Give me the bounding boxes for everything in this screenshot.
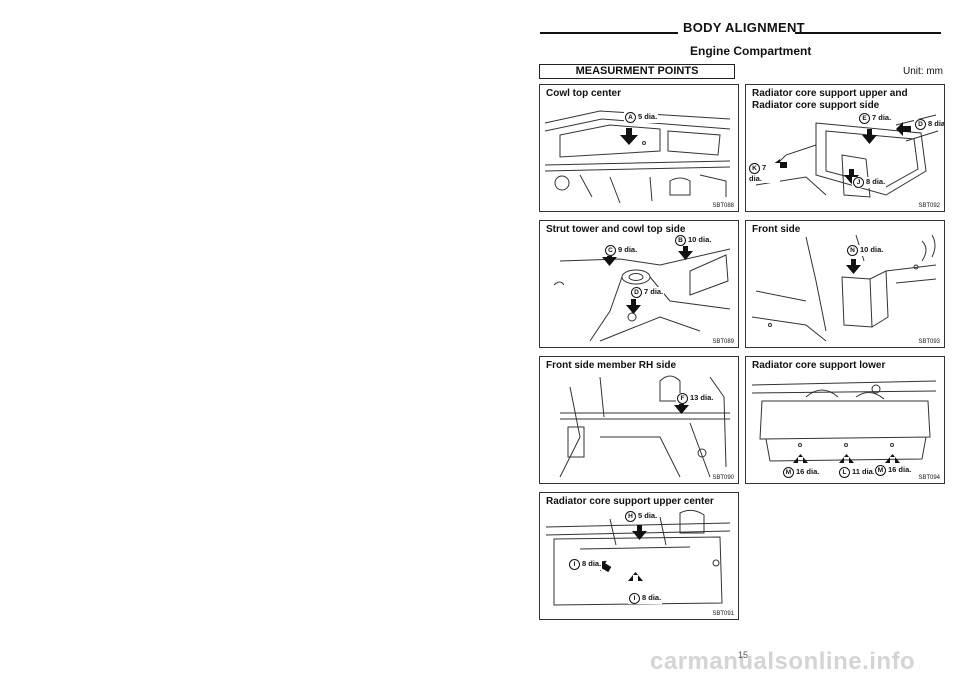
header-rule-right xyxy=(795,32,941,34)
figure-illustration xyxy=(544,110,731,204)
section-title: MEASURMENT POINTS xyxy=(539,64,735,79)
figure-caption: Radiator core support lower xyxy=(752,360,889,372)
figure-code: SBT093 xyxy=(918,339,940,345)
figure-illustration xyxy=(553,245,731,342)
figure-caption: Cowl top center xyxy=(546,88,625,100)
header-rule-left xyxy=(540,32,678,34)
figure-caption: Strut tower and cowl top side xyxy=(546,224,689,236)
figure-illustration xyxy=(751,380,937,463)
page-title: BODY ALIGNMENT xyxy=(683,20,805,35)
figure-illustration xyxy=(545,509,731,606)
figure-caption: Radiator core support upper center xyxy=(546,496,717,508)
figure-code: SBT088 xyxy=(712,203,734,209)
figure-code: SBT090 xyxy=(712,475,734,481)
label-point-d: D8 dia. xyxy=(914,119,944,130)
page-number: 15 xyxy=(738,650,749,660)
watermark-text: carmanualsonline.info xyxy=(650,648,916,675)
figure-caption: Front side member RH side xyxy=(546,360,680,372)
page-subtitle: Engine Compartment xyxy=(690,44,812,58)
figure-code: SBT089 xyxy=(712,339,734,345)
figure-code: SBT094 xyxy=(918,475,940,481)
figure-caption: Front side xyxy=(752,224,804,236)
figure-code: SBT092 xyxy=(918,203,940,209)
figure-caption: Radiator core support upper and Radiator… xyxy=(752,88,911,112)
figure-code: SBT091 xyxy=(712,611,734,617)
figure-illustration xyxy=(559,375,730,478)
unit-note: Unit: mm xyxy=(903,66,943,77)
figure-radiator-core-support-upper-and-side: Radiator core support upper and Radiator… xyxy=(745,84,945,212)
figure-illustration xyxy=(751,234,937,342)
